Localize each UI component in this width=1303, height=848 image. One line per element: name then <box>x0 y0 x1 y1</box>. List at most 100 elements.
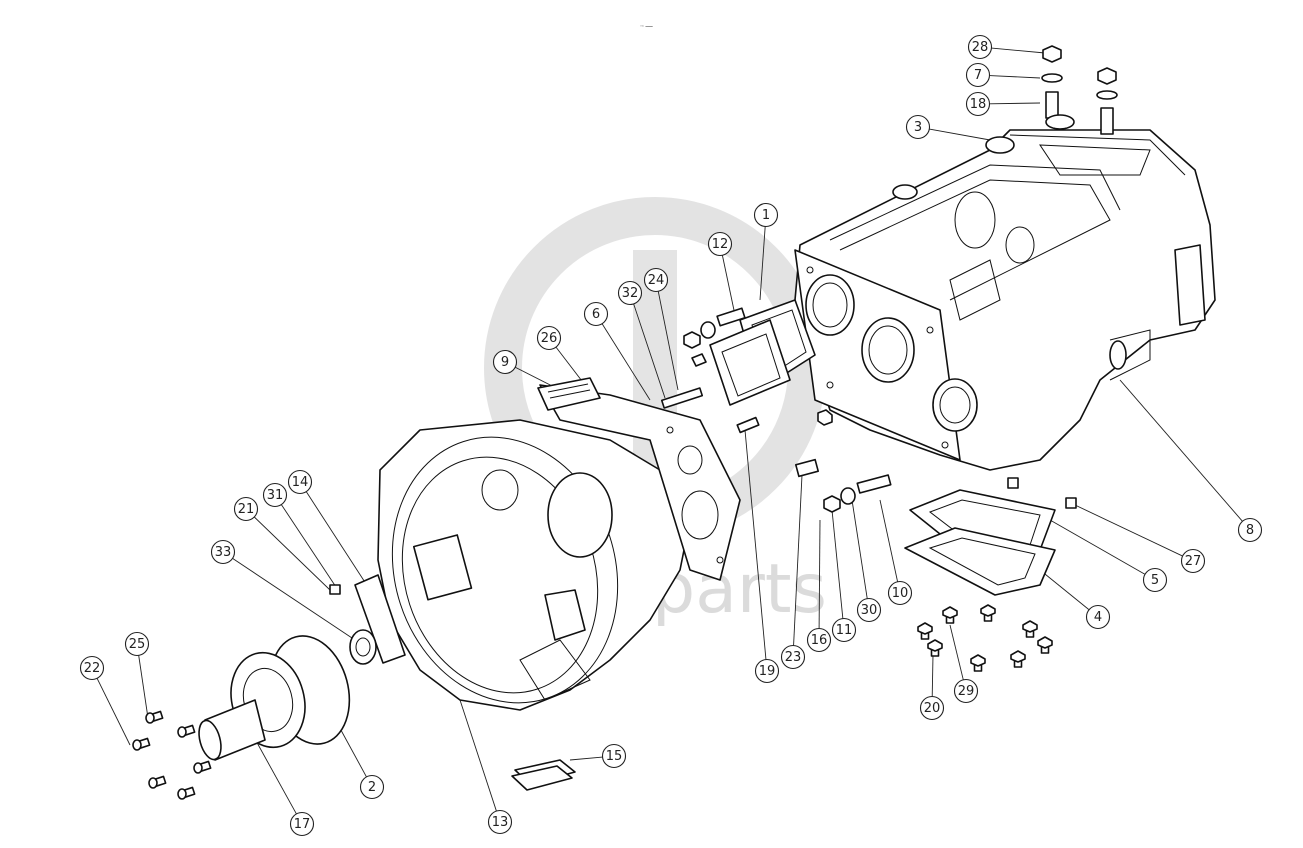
callout-32: 32 <box>617 280 643 306</box>
housing-front-face <box>794 249 978 461</box>
callout-circle <box>79 655 105 681</box>
callout-10: 10 <box>887 580 913 606</box>
callout-circle <box>965 91 991 117</box>
leader-line-33 <box>232 558 356 641</box>
callout-number: 14 <box>292 475 309 490</box>
top-fasteners <box>1041 45 1118 135</box>
callout-circle <box>754 658 780 684</box>
leader-line-18 <box>989 102 1041 105</box>
callout-circle <box>806 627 832 653</box>
leader-line-6 <box>601 323 651 401</box>
leader-line-29 <box>949 624 964 680</box>
callout-circle <box>1085 604 1111 630</box>
callout-number: 10 <box>892 586 909 601</box>
callout-number: 9 <box>501 355 509 370</box>
hex-bolt <box>1022 620 1038 638</box>
callout-circle <box>262 482 288 508</box>
leader-line-15 <box>569 756 603 761</box>
callout-circle <box>856 597 882 623</box>
callout-circle <box>753 202 779 228</box>
callout-number: 4 <box>1094 610 1102 625</box>
callout-24: 24 <box>643 267 669 293</box>
hex-bolt <box>1010 650 1026 668</box>
callout-15: 15 <box>601 743 627 769</box>
leader-line-20 <box>931 654 934 697</box>
leader-line-32 <box>633 303 666 399</box>
oil-seal <box>349 629 377 665</box>
callout-22: 22 <box>79 655 105 681</box>
inspection-lid <box>511 759 576 791</box>
callout-number: 5 <box>1151 573 1159 588</box>
callout-number: 23 <box>785 650 802 665</box>
callout-17: 17 <box>289 811 315 837</box>
callout-number: 30 <box>861 603 878 618</box>
callout-5: 5 <box>1142 567 1168 593</box>
callout-circle <box>905 114 931 140</box>
callout-13: 13 <box>487 809 513 835</box>
leader-line-11 <box>831 509 844 619</box>
clutch-housing <box>377 419 691 711</box>
leader-line-26 <box>555 346 586 386</box>
callout-number: 6 <box>592 307 600 322</box>
callout-21: 21 <box>233 496 259 522</box>
rear-cover-bolts <box>132 710 212 800</box>
hex-bolt <box>942 606 958 624</box>
callout-circle <box>953 678 979 704</box>
callout-number: 31 <box>267 488 284 503</box>
leader-line-14 <box>305 491 371 591</box>
callout-circle <box>707 231 733 257</box>
hex-bolt <box>970 654 986 672</box>
leader-line-13 <box>459 699 497 812</box>
hex-bolt <box>917 622 933 640</box>
callout-12: 12 <box>707 231 733 257</box>
callout-number: 1 <box>762 208 770 223</box>
hex-bolt <box>927 639 943 657</box>
callout-circle <box>919 695 945 721</box>
callout-number: 27 <box>1185 554 1202 569</box>
callout-number: 13 <box>492 815 509 830</box>
callout-number: 26 <box>541 331 558 346</box>
callout-circle <box>359 774 385 800</box>
leader-line-16 <box>818 519 821 629</box>
callout-number: 33 <box>215 545 232 560</box>
callout-3: 3 <box>905 114 931 140</box>
callout-number: 20 <box>924 701 941 716</box>
rear-bearing-cover <box>198 635 351 761</box>
callout-circle <box>643 267 669 293</box>
callout-circle <box>1237 517 1263 543</box>
callout-labels: 1234567891011121314151617181920212223242… <box>79 34 1263 837</box>
cap-screw <box>145 710 164 724</box>
small-fasteners <box>329 321 1077 595</box>
callout-8: 8 <box>1237 517 1263 543</box>
callout-circle <box>210 539 236 565</box>
callout-number: 32 <box>622 286 639 301</box>
name-plate <box>537 377 601 411</box>
leader-line-5 <box>1049 519 1146 575</box>
callout-number: 29 <box>958 684 975 699</box>
leader-line-7 <box>989 75 1041 79</box>
callout-number: 28 <box>972 40 989 55</box>
hex-bolt <box>980 604 996 622</box>
leader-line-30 <box>851 499 868 599</box>
callout-number: 12 <box>712 237 729 252</box>
callout-circle <box>289 811 315 837</box>
callout-number: 8 <box>1246 523 1254 538</box>
callout-20: 20 <box>919 695 945 721</box>
callout-number: 22 <box>84 661 101 676</box>
callout-circle <box>617 280 643 306</box>
bottom-cover <box>904 489 1056 596</box>
header-mark: ᵐᵇ ═══ <box>640 24 653 29</box>
callout-25: 25 <box>124 631 150 657</box>
callout-number: 18 <box>970 97 987 112</box>
callout-29: 29 <box>953 678 979 704</box>
leader-line-25 <box>138 655 149 719</box>
leader-line-22 <box>96 678 131 746</box>
callout-7: 7 <box>965 62 991 88</box>
callout-23: 23 <box>780 644 806 670</box>
leader-line-24 <box>657 291 679 391</box>
callout-circle <box>487 809 513 835</box>
callout-number: 19 <box>759 664 776 679</box>
leader-line-19 <box>744 429 767 660</box>
